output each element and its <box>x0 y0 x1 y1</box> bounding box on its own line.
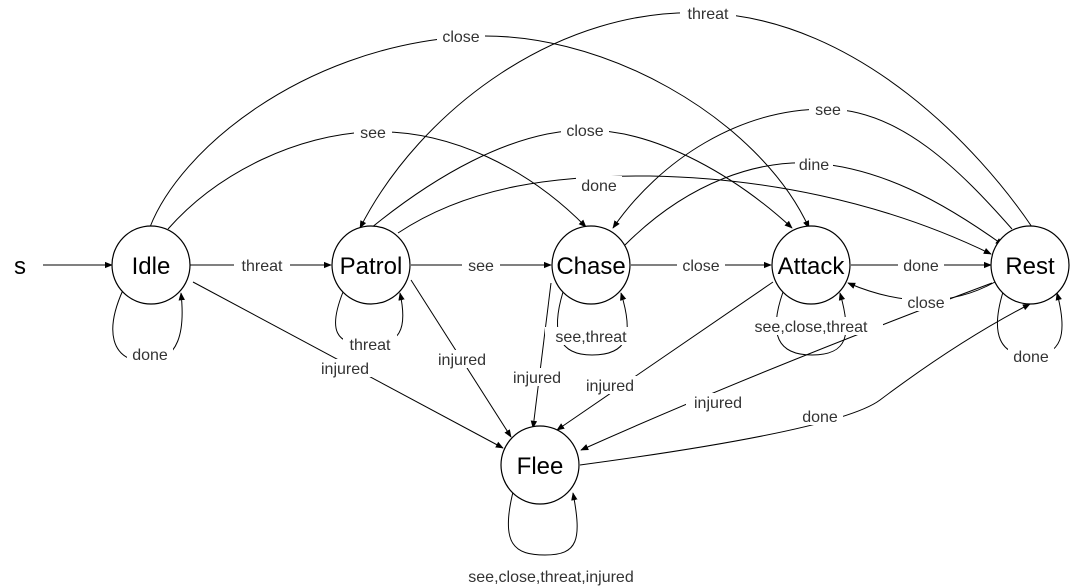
svg-text:threat: threat <box>242 258 283 275</box>
edge-label-attack-rest: done <box>898 256 944 275</box>
svg-text:dine: dine <box>799 157 829 174</box>
state-chase[interactable]: Chase <box>551 225 631 305</box>
svg-text:injured: injured <box>694 395 742 412</box>
edge-flee-rest <box>579 303 1031 466</box>
svg-text:injured: injured <box>438 352 486 369</box>
svg-text:injured: injured <box>586 378 634 395</box>
edge-label-rest-chase: see <box>809 100 847 119</box>
svg-text:injured: injured <box>513 370 561 387</box>
edge-label-idle-flee: injured <box>313 359 377 378</box>
edge-label-rest-attack: close <box>902 293 950 312</box>
edge-label-patrol-chase: see <box>462 256 500 275</box>
edge-label-idle-self: done <box>127 345 173 364</box>
edge-label-patrol-flee: injured <box>430 350 494 369</box>
edge-label-patrol-self: threat <box>343 335 397 354</box>
svg-text:done: done <box>903 258 939 275</box>
state-attack[interactable]: Attack <box>771 225 851 305</box>
edge-label-chase-rest: dine <box>795 155 833 174</box>
edge-chase-self <box>556 291 628 356</box>
start-label: s <box>14 253 26 280</box>
edge-label-rest-patrol: threat <box>680 4 736 23</box>
edge-label-flee-self: see,close,threat,injured <box>446 567 656 586</box>
svg-text:done: done <box>802 409 838 426</box>
svg-text:done: done <box>581 178 617 195</box>
edge-label-idle-attack: close <box>437 27 485 46</box>
svg-text:close: close <box>566 123 603 140</box>
edge-label-idle-chase: see <box>354 123 392 142</box>
svg-text:done: done <box>1013 349 1049 366</box>
svg-text:see,close,threat,injured: see,close,threat,injured <box>468 569 633 586</box>
edge-label-attack-flee: injured <box>578 376 642 395</box>
edge-label-rest-flee: injured <box>686 393 750 412</box>
edge-label-patrol-rest: done <box>576 176 622 195</box>
edge-patrol-rest <box>397 175 992 255</box>
svg-text:see,close,threat: see,close,threat <box>755 319 869 336</box>
state-flee-label: Flee <box>517 453 564 480</box>
svg-text:close: close <box>907 295 944 312</box>
edge-label-flee-rest: done <box>797 407 843 426</box>
edge-attack-flee <box>556 281 774 431</box>
state-flee[interactable]: Flee <box>500 425 580 505</box>
svg-text:see: see <box>468 258 494 275</box>
state-attack-label: Attack <box>778 253 846 280</box>
state-rest-label: Rest <box>1005 253 1055 280</box>
svg-text:threat: threat <box>350 337 391 354</box>
svg-text:see,threat: see,threat <box>555 329 627 346</box>
svg-text:injured: injured <box>321 361 369 378</box>
svg-text:close: close <box>682 258 719 275</box>
state-idle-label: Idle <box>132 253 171 280</box>
state-patrol[interactable]: Patrol <box>331 225 411 305</box>
svg-text:threat: threat <box>688 6 729 23</box>
edge-idle-attack <box>149 35 810 229</box>
state-patrol-label: Patrol <box>340 253 403 280</box>
edge-label-patrol-attack: close <box>561 121 609 140</box>
svg-text:done: done <box>132 347 168 364</box>
edge-label-chase-self: see,threat <box>545 327 637 346</box>
state-idle[interactable]: Idle <box>111 225 191 305</box>
state-rest[interactable]: Rest <box>990 225 1070 305</box>
edge-label-idle-patrol: threat <box>234 256 290 275</box>
edge-idle-chase <box>167 131 587 230</box>
svg-text:see: see <box>360 125 386 142</box>
svg-text:see: see <box>815 102 841 119</box>
edge-label-chase-flee: injured <box>505 368 569 387</box>
edge-chase-flee <box>530 282 552 429</box>
state-chase-label: Chase <box>556 253 625 280</box>
edge-label-rest-self: done <box>1008 347 1054 366</box>
svg-text:close: close <box>442 29 479 46</box>
edge-flee-self <box>507 491 578 556</box>
edge-label-chase-attack: close <box>677 256 725 275</box>
edge-label-attack-self: see,close,threat <box>740 317 883 336</box>
